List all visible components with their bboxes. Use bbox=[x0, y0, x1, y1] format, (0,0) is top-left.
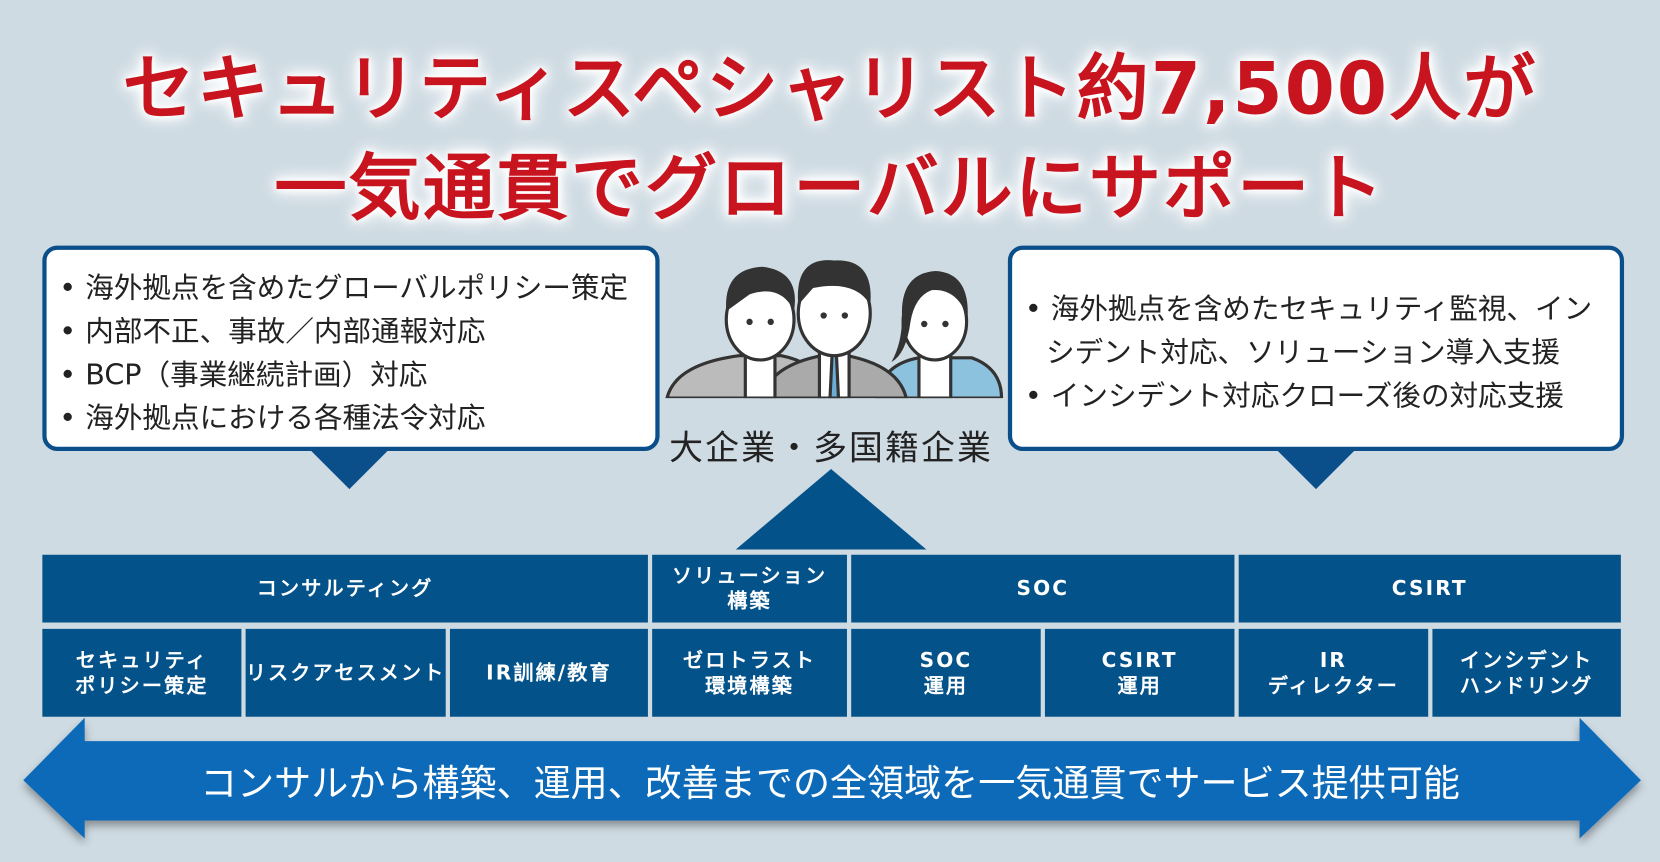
category-solution: ソリューション 構築 bbox=[652, 554, 847, 623]
list-item: インシデント対応クローズ後の対応支援 bbox=[1025, 375, 1607, 418]
service-csirt-operation: CSIRT 運用 bbox=[1044, 628, 1235, 717]
service-ir-training: IR訓練/教育 bbox=[449, 628, 648, 717]
category-csirt: CSIRT bbox=[1238, 554, 1621, 623]
left-callout: 海外拠点を含めたグローバルポリシー策定 内部不正、事故／内部通報対応 BCP（事… bbox=[42, 245, 660, 452]
service-soc-operation: SOC 運用 bbox=[851, 628, 1041, 717]
service-risk-assessment: リスクアセスメント bbox=[245, 628, 446, 717]
right-callout-pointer bbox=[1277, 451, 1355, 490]
up-triangle bbox=[735, 469, 927, 550]
service-ir-director: IR ディレクター bbox=[1238, 628, 1429, 717]
list-item: 内部不正、事故／内部通報対応 bbox=[59, 310, 642, 353]
list-item: 海外拠点を含めたグローバルポリシー策定 bbox=[59, 267, 642, 310]
headline-line2: 一気通貫でグローバルにサポート bbox=[274, 147, 1386, 231]
service-incident-handling: インシデント ハンドリング bbox=[1432, 628, 1621, 717]
list-item: BCP（事業継続計画）対応 bbox=[59, 354, 642, 397]
left-callout-pointer bbox=[311, 451, 388, 490]
arrow-caption: コンサルから構築、運用、改善までの全領域を一気通貫でサービス提供可能 bbox=[200, 763, 1460, 806]
right-callout: 海外拠点を含めたセキュリティ監視、インシデント対応、ソリューション導入支援 イン… bbox=[1007, 245, 1625, 452]
enterprise-label: 大企業・多国籍企業 bbox=[669, 427, 994, 468]
people-illustration-icon bbox=[665, 260, 1004, 399]
service-security-policy: セキュリティ ポリシー策定 bbox=[42, 628, 242, 717]
list-item: 海外拠点における各種法令対応 bbox=[59, 397, 642, 440]
list-item: 海外拠点を含めたセキュリティ監視、インシデント対応、ソリューション導入支援 bbox=[1025, 288, 1607, 375]
headline-line1: セキュリティスペシャリスト約7,500人が bbox=[122, 47, 1538, 132]
double-arrow-icon bbox=[23, 717, 1641, 839]
service-zero-trust: ゼロトラスト 環境構築 bbox=[652, 628, 847, 717]
category-consulting: コンサルティング bbox=[42, 554, 648, 623]
category-soc: SOC bbox=[851, 554, 1235, 623]
